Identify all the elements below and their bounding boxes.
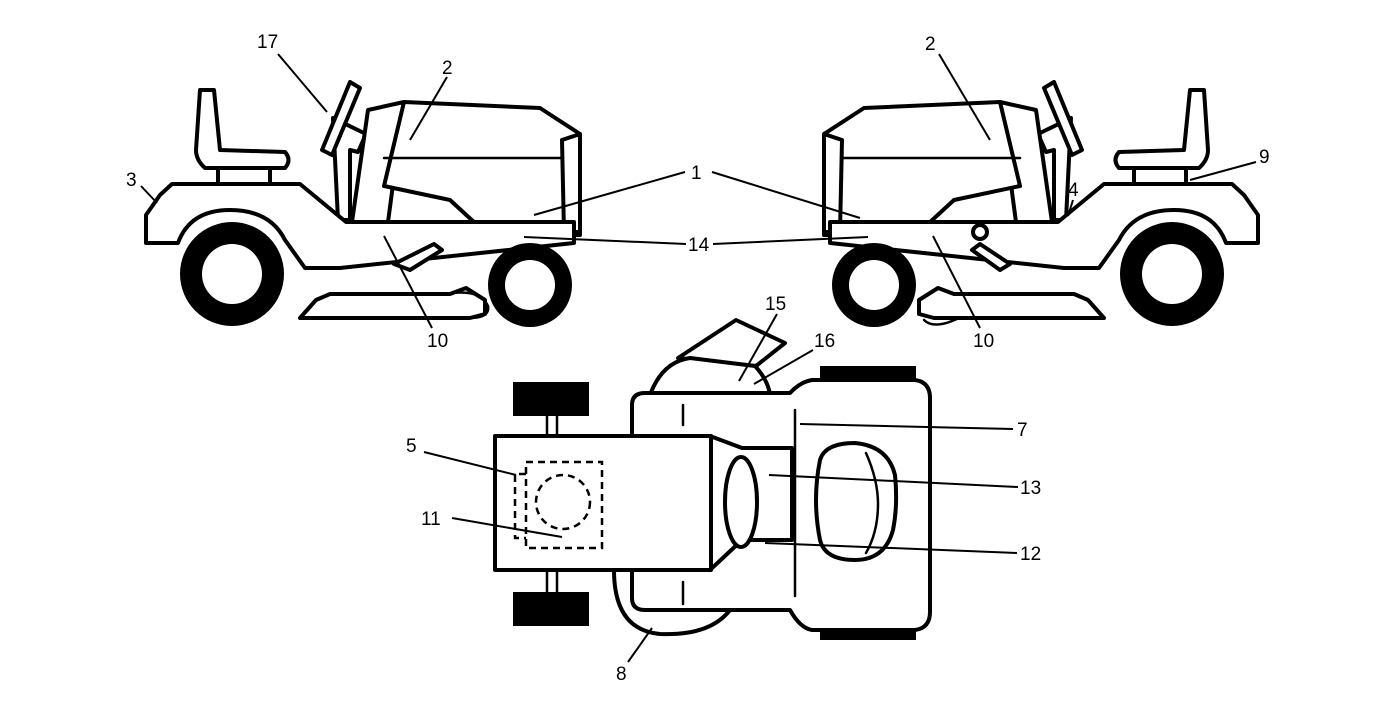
leader-lines (140, 53, 1257, 663)
tractor-left-side-view (144, 80, 582, 327)
leader-12 (764, 542, 1018, 554)
front-wheel-hub (505, 260, 555, 310)
front-tire-bottom (513, 592, 589, 626)
tractor-top-view (493, 318, 932, 640)
callout-15: 15 (765, 294, 786, 315)
leader-7 (799, 423, 1014, 430)
callout-5: 5 (406, 436, 417, 457)
leader-14b (712, 236, 869, 245)
callout-1: 1 (691, 163, 702, 184)
leader-16 (753, 349, 814, 385)
hood-top (493, 434, 713, 572)
hood-grille (560, 132, 582, 234)
front-tire-top (513, 382, 589, 416)
callout-3: 3 (126, 170, 137, 191)
rear-wheel-hub (1142, 244, 1202, 304)
leader-11 (451, 517, 563, 538)
leader-3 (140, 185, 158, 204)
callout-10: 10 (427, 331, 448, 352)
leader-2-left (409, 76, 448, 141)
leader-14a (523, 236, 687, 245)
callout-numbers: 17 2 3 1 14 10 2 9 4 10 15 16 7 5 13 11 … (126, 32, 1270, 685)
callout-12: 12 (1020, 544, 1041, 565)
front-wheel-hub (849, 260, 899, 310)
foot-pedal (392, 242, 444, 272)
leader-13 (768, 474, 1019, 488)
rear-fender (828, 182, 1260, 270)
engine-air-filter-outline (534, 473, 592, 531)
leader-17 (277, 53, 328, 113)
engine-outline (524, 460, 604, 550)
leader-8 (627, 627, 653, 663)
callout-17: 17 (257, 32, 278, 53)
mower-deck (917, 286, 1106, 320)
callout-2-right: 2 (925, 34, 936, 55)
seat (194, 88, 291, 170)
callout-11: 11 (421, 509, 441, 530)
steering-wheel (320, 80, 362, 157)
callout-13: 13 (1020, 478, 1041, 499)
callout-4: 4 (1068, 180, 1079, 201)
hood-grille (822, 132, 844, 234)
leader-9 (1189, 161, 1257, 181)
steering-wheel (1042, 80, 1084, 157)
engine-hood (382, 100, 582, 237)
lift-lever-knob (971, 223, 989, 241)
engine-front-outline (513, 472, 526, 540)
callout-9: 9 (1259, 147, 1270, 168)
deck-top-bulge (648, 356, 772, 397)
leader-1b (711, 171, 861, 219)
callout-8: 8 (616, 664, 627, 685)
leader-2-right (938, 53, 991, 141)
leader-10-right (932, 235, 981, 329)
rear-fender (144, 182, 576, 270)
seat-top (814, 441, 899, 562)
leader-15 (738, 313, 778, 382)
callout-14: 14 (688, 235, 710, 256)
callout-2: 2 (442, 58, 453, 79)
callout-7: 7 (1017, 420, 1028, 441)
leader-10-left (383, 235, 433, 329)
leader-4 (1067, 199, 1074, 217)
steering-wheel-top (723, 455, 759, 549)
deck-chute-outline (922, 316, 961, 326)
tractor-right-side-view (822, 80, 1260, 327)
seat (1113, 88, 1210, 170)
leader-1a (533, 171, 686, 216)
seat-back-edge (864, 451, 880, 555)
rear-wheel-hub (202, 244, 262, 304)
leader-5 (423, 451, 517, 476)
deck-chute-outline (443, 291, 490, 320)
callout-16: 16 (814, 331, 835, 352)
callout-10-right: 10 (973, 331, 994, 352)
lift-lever (970, 242, 1012, 272)
